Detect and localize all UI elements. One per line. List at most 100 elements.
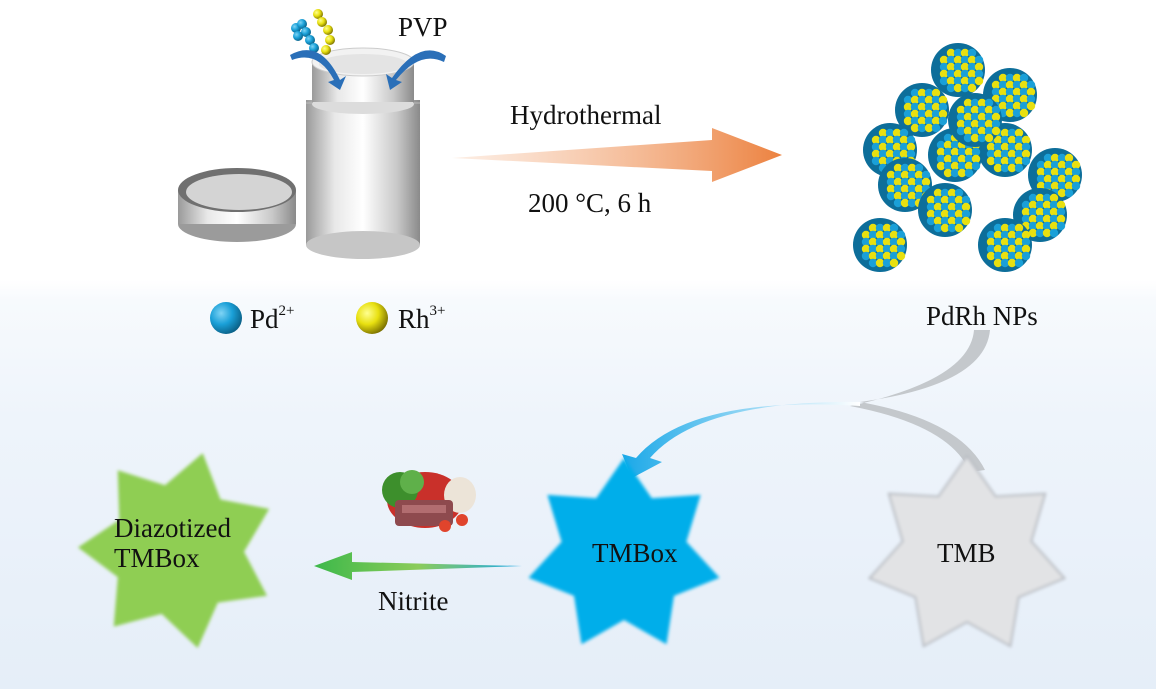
nanoparticle-cluster (853, 218, 907, 272)
atom (926, 216, 936, 226)
atom (940, 209, 950, 219)
atom (963, 112, 973, 122)
nanoparticle-cluster (918, 183, 972, 237)
atom (954, 195, 964, 205)
atom (868, 244, 878, 254)
atom (885, 128, 895, 138)
atom (977, 133, 987, 143)
atom (900, 163, 910, 173)
atom (974, 55, 984, 65)
atom (1021, 237, 1031, 247)
atom (947, 223, 957, 233)
atom (885, 149, 895, 159)
autoclave-lid (178, 168, 296, 242)
atom (943, 154, 953, 164)
atom (1056, 200, 1066, 210)
nanoparticle-cluster (895, 83, 949, 137)
atom (1007, 149, 1017, 159)
atom (931, 95, 941, 105)
atom (875, 237, 885, 247)
atom (1035, 228, 1045, 238)
atom (1007, 142, 1017, 152)
atom (896, 244, 906, 254)
atom (1028, 207, 1038, 217)
atom (1014, 142, 1024, 152)
atom (1071, 167, 1081, 177)
atom (986, 156, 996, 166)
atom (917, 102, 927, 112)
atom (946, 62, 956, 72)
atom (893, 191, 903, 201)
pdrh-nps-label: PdRh NPs (926, 301, 1038, 331)
atom (875, 251, 885, 261)
atom (906, 142, 916, 152)
atom (967, 76, 977, 86)
atom (889, 223, 899, 233)
atom (886, 184, 896, 194)
atom (1028, 228, 1038, 238)
atom (1007, 135, 1017, 145)
nanoparticle-cluster (1013, 188, 1067, 242)
atom (1000, 128, 1010, 138)
atom (1049, 214, 1059, 224)
atom (946, 69, 956, 79)
atom (933, 202, 943, 212)
atom (882, 230, 892, 240)
atom (991, 112, 1001, 122)
atom (963, 119, 973, 129)
atom (871, 149, 881, 159)
atom (1064, 153, 1074, 163)
atom (882, 237, 892, 247)
atom (1007, 223, 1017, 233)
atom (970, 112, 980, 122)
atom (963, 133, 973, 143)
nanoparticle-cluster (978, 218, 1032, 272)
atom (938, 109, 948, 119)
atom (896, 230, 906, 240)
atom (940, 202, 950, 212)
atom (899, 135, 909, 145)
atom (878, 156, 888, 166)
atom (1064, 188, 1074, 198)
atom (1049, 228, 1059, 238)
atom (933, 209, 943, 219)
atom (1014, 223, 1024, 233)
tmb-star (867, 454, 1067, 648)
atom (1007, 251, 1017, 261)
atom (910, 116, 920, 126)
atom (931, 102, 941, 112)
atom (993, 135, 1003, 145)
atom (953, 55, 963, 65)
atom (1005, 101, 1015, 111)
atom (1049, 200, 1059, 210)
atom (970, 133, 980, 143)
atom (947, 216, 957, 226)
diazotized-tmbox-star (78, 453, 270, 648)
atom (953, 69, 963, 79)
hydrothermal-arrow (452, 128, 782, 182)
tmbox-star (528, 458, 720, 645)
atom (943, 133, 953, 143)
atom (986, 251, 996, 261)
atom (1043, 153, 1053, 163)
atom (900, 184, 910, 194)
atom (950, 147, 960, 157)
atom (960, 76, 970, 86)
atom (1021, 230, 1031, 240)
atom (1057, 188, 1067, 198)
atom (886, 170, 896, 180)
atom (984, 112, 994, 122)
atom (986, 149, 996, 159)
atom (875, 223, 885, 233)
atom (986, 142, 996, 152)
atom (1021, 149, 1031, 159)
atom (1007, 237, 1017, 247)
atom (1007, 156, 1017, 166)
atom (1056, 207, 1066, 217)
atom (991, 119, 1001, 129)
atom (950, 168, 960, 178)
atom (957, 168, 967, 178)
atom (1042, 221, 1052, 231)
atom (970, 126, 980, 136)
atom (943, 161, 953, 171)
